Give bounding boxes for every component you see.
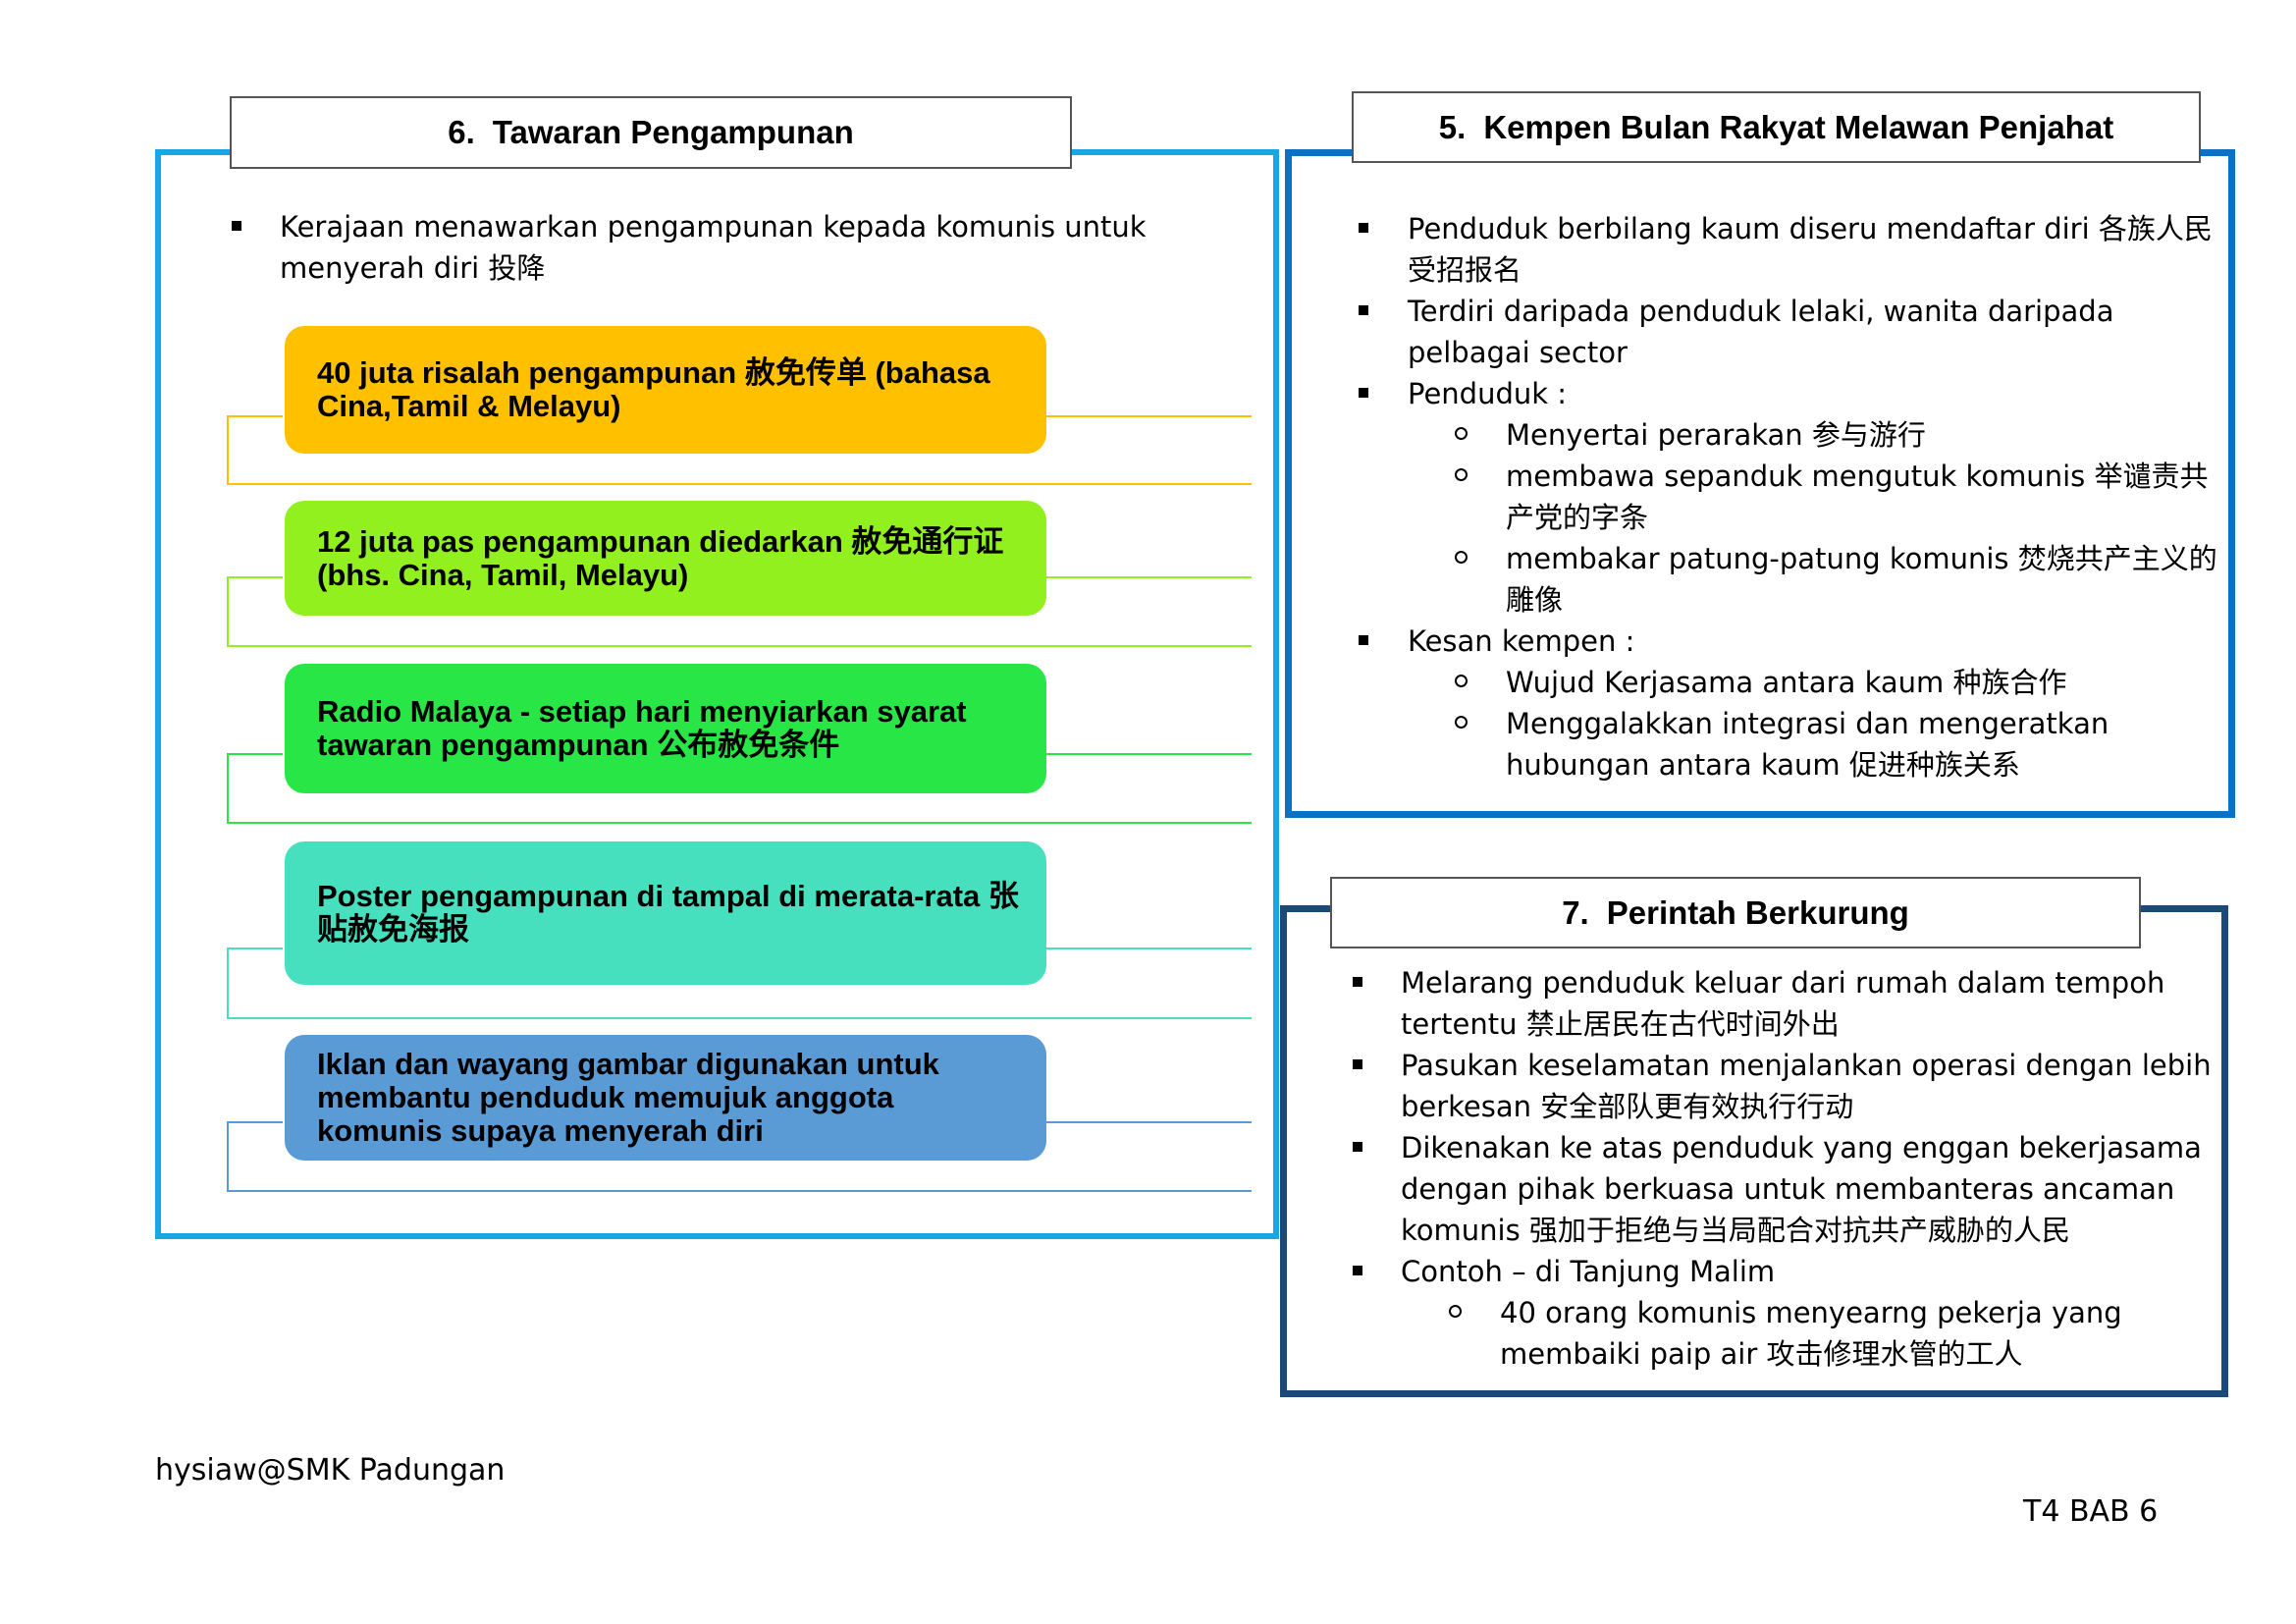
square-bullet-icon — [1353, 1142, 1362, 1152]
square-bullet-icon — [1353, 977, 1362, 987]
sub-list-item: Wujud Kerjasama antara kaum 种族合作 — [1359, 662, 2222, 703]
sub-list-item: membakar patung-patung komunis 焚烧共产主义的雕像 — [1359, 538, 2222, 621]
footer-page-label: T4 BAB 6 — [2023, 1494, 2159, 1529]
list-item: Kerajaan menawarkan pengampunan kepada k… — [232, 206, 1243, 289]
connector-1 — [227, 415, 1252, 485]
square-bullet-icon — [1359, 223, 1368, 233]
circle-bullet-icon — [1449, 1305, 1462, 1318]
list-item: Penduduk berbilang kaum diseru mendaftar… — [1359, 208, 2222, 291]
circle-bullet-icon — [1455, 468, 1468, 481]
list-item: Penduduk : — [1359, 373, 2222, 414]
list-item: Terdiri daripada penduduk lelaki, wanita… — [1359, 291, 2222, 373]
circle-bullet-icon — [1455, 716, 1468, 729]
square-bullet-icon — [1359, 388, 1368, 398]
square-bullet-icon — [1359, 635, 1368, 645]
square-bullet-icon — [1359, 305, 1368, 315]
connector-2 — [227, 576, 1252, 647]
square-bullet-icon — [1353, 1266, 1362, 1275]
list-item: Pasukan keselamatan menjalankan operasi … — [1353, 1045, 2216, 1127]
connector-5 — [227, 1121, 1252, 1192]
sub-list-item: Menyertai perarakan 参与游行 — [1359, 414, 2222, 456]
pengampunan-box-5: Iklan dan wayang gambar digunakan untuk … — [285, 1035, 1046, 1161]
circle-bullet-icon — [1455, 675, 1468, 687]
connector-4 — [227, 947, 1252, 1019]
list-item: Dikenakan ke atas penduduk yang enggan b… — [1353, 1127, 2216, 1251]
pengampunan-box-1: 40 juta risalah pengampunan 赦免传单 (bahasa… — [285, 326, 1046, 454]
section-5-list: Penduduk berbilang kaum diseru mendaftar… — [1359, 208, 2222, 785]
square-bullet-icon — [1353, 1059, 1362, 1069]
circle-bullet-icon — [1455, 551, 1468, 564]
section-7-list: Melarang penduduk keluar dari rumah dala… — [1353, 962, 2216, 1375]
section-6-intro-list: Kerajaan menawarkan pengampunan kepada k… — [232, 206, 1243, 289]
list-item: Contoh – di Tanjung Malim — [1353, 1251, 2216, 1292]
footer-author: hysiaw@SMK Padungan — [155, 1453, 506, 1488]
section-7-title: 7.Perintah Berkurung — [1330, 877, 2141, 948]
section-6-title: 6.Tawaran Pengampunan — [230, 96, 1072, 169]
sub-list-item: membawa sepanduk mengutuk komunis 举谴责共产党… — [1359, 456, 2222, 538]
list-item: Melarang penduduk keluar dari rumah dala… — [1353, 962, 2216, 1045]
sub-list-item: 40 orang komunis menyearng pekerja yang … — [1353, 1292, 2216, 1375]
circle-bullet-icon — [1455, 427, 1468, 440]
list-item: Kesan kempen : — [1359, 621, 2222, 662]
pengampunan-box-2: 12 juta pas pengampunan diedarkan 赦免通行证 … — [285, 501, 1046, 616]
square-bullet-icon — [232, 221, 241, 231]
section-5-title: 5.Kempen Bulan Rakyat Melawan Penjahat — [1352, 91, 2201, 163]
sub-list-item: Menggalakkan integrasi dan mengeratkan h… — [1359, 703, 2222, 785]
pengampunan-box-4: Poster pengampunan di tampal di merata-r… — [285, 841, 1046, 985]
connector-3 — [227, 753, 1252, 824]
pengampunan-box-3: Radio Malaya - setiap hari menyiarkan sy… — [285, 664, 1046, 793]
